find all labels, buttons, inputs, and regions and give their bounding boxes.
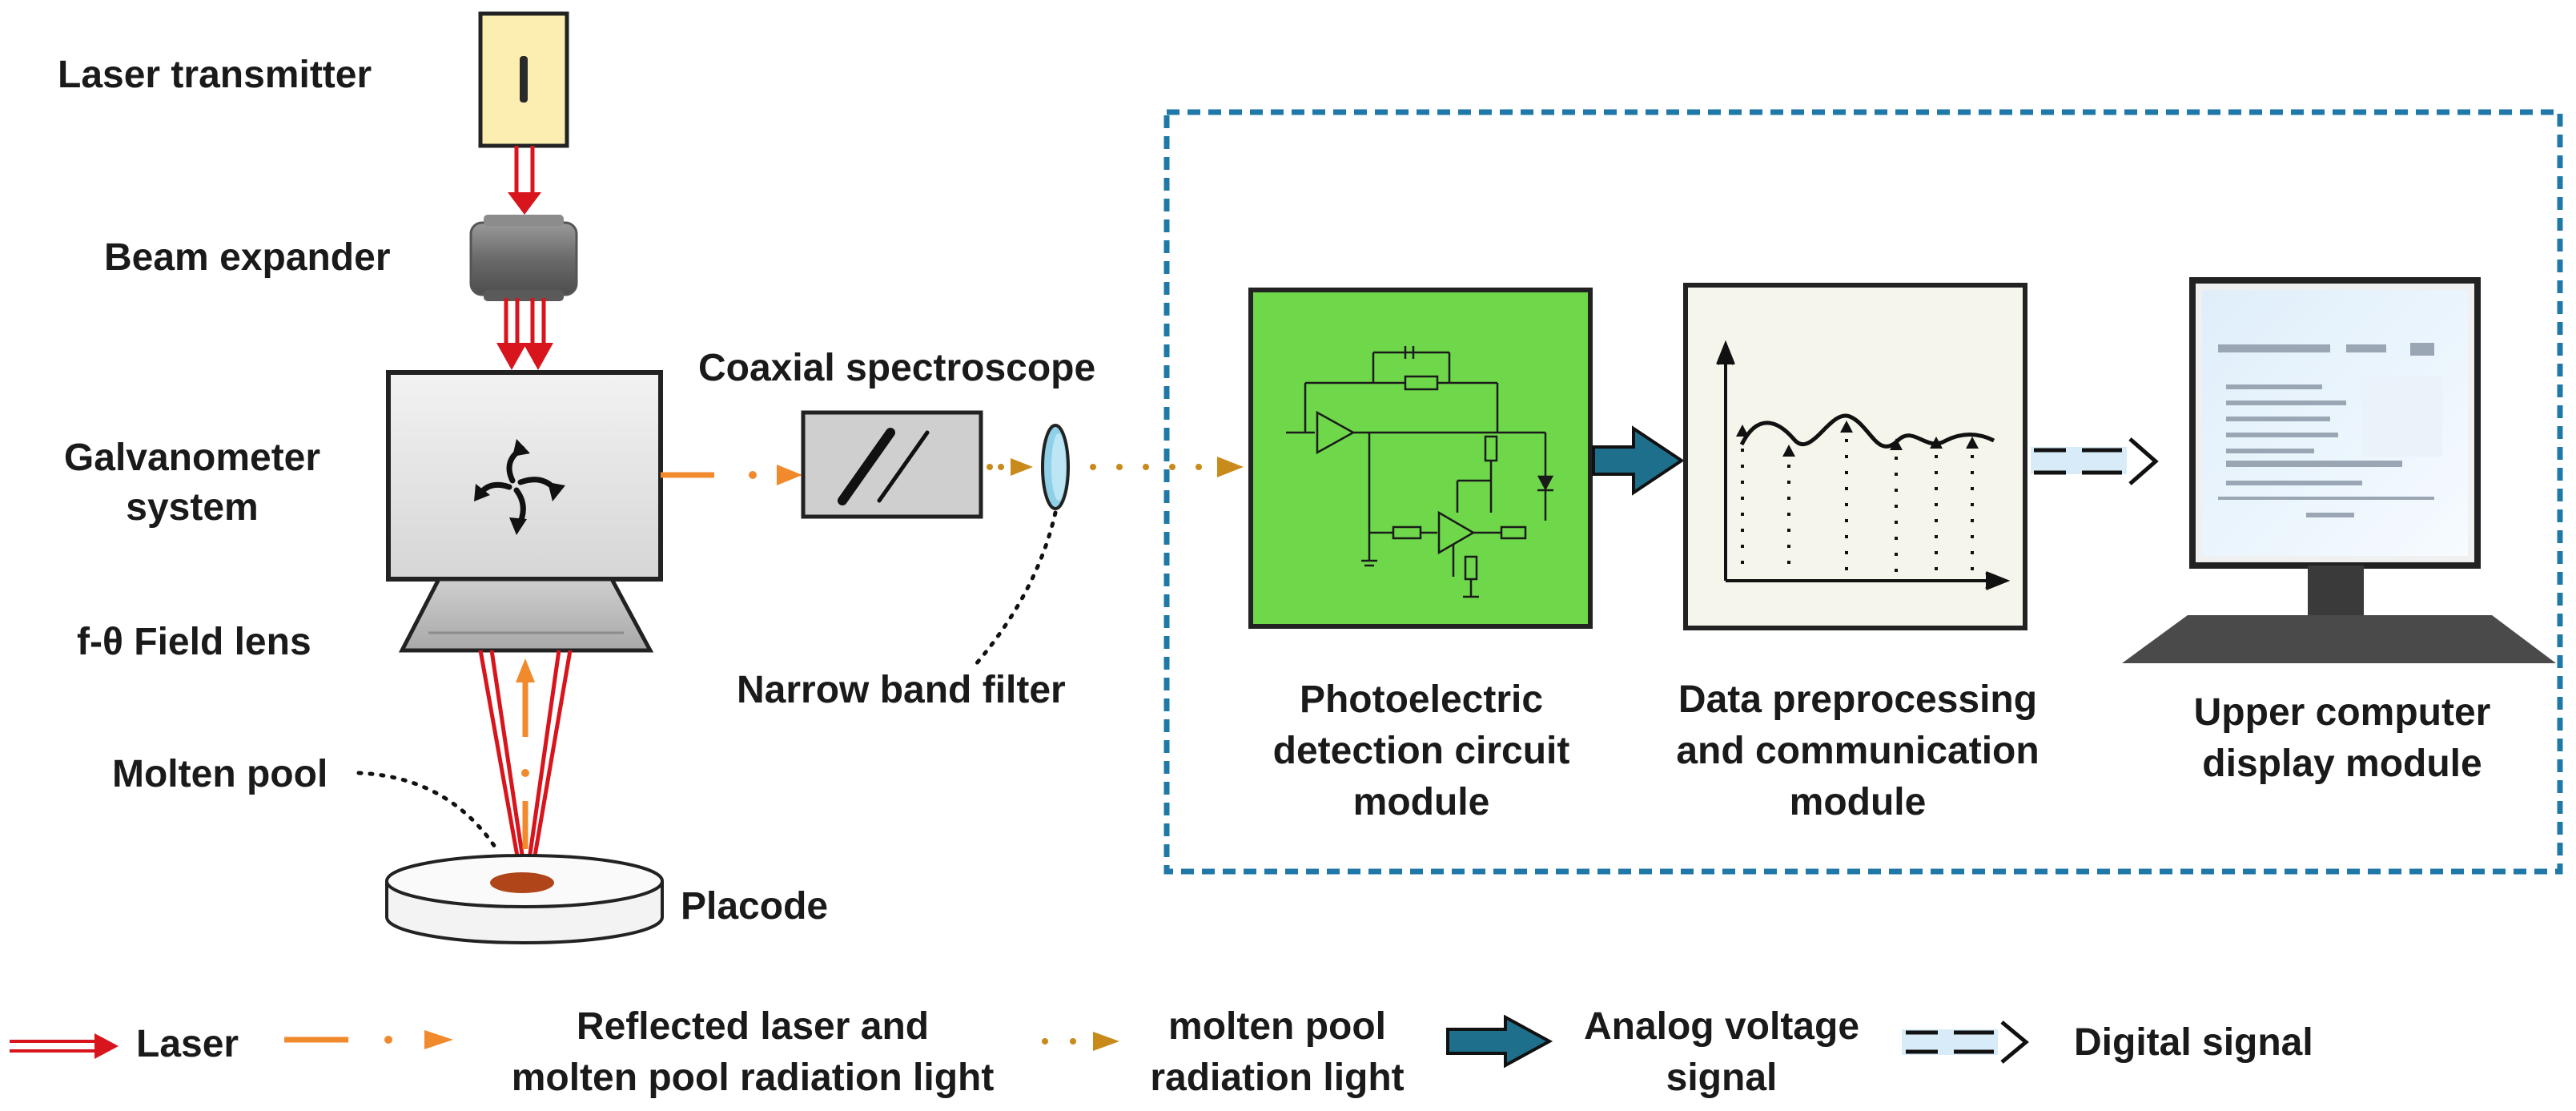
data-preprocessing-label-3: module: [1789, 781, 1927, 823]
placode: [385, 854, 664, 944]
laser-beam-2: [496, 298, 553, 370]
beam-expander: [469, 215, 578, 301]
legend-reflected-label-1: Reflected laser and: [576, 1005, 930, 1048]
laser-transmitter: [478, 11, 569, 148]
narrow-band-filter-leader: [973, 510, 1058, 667]
photoelectric-circuit-module: [1248, 288, 1593, 629]
legend-analog-label-1: Analog voltage: [1583, 1005, 1860, 1048]
legend-digital-label: Digital signal: [2074, 1021, 2313, 1064]
legend-analog-swatch: [1446, 1014, 1553, 1069]
molten-pool-label: Molten pool: [112, 753, 328, 795]
focused-laser-beams: [478, 650, 573, 880]
beam-expander-label: Beam expander: [104, 236, 391, 279]
analog-signal-arrow: [1592, 425, 1685, 496]
reflected-light-path: [661, 465, 802, 485]
legend-reflected-swatch: [284, 1030, 453, 1049]
sample-markers: [1736, 421, 1979, 457]
digital-signal-arrow: [2031, 437, 2159, 485]
reflected-light-up: [516, 658, 535, 849]
processing-modules-boundary: [1163, 109, 2563, 875]
coaxial-spectroscope-label: Coaxial spectroscope: [698, 347, 1096, 389]
computer-monitor: [2122, 277, 2556, 663]
narrow-band-filter-label: Narrow band filter: [737, 669, 1066, 711]
galvanometer-label-line1: Galvanometer: [63, 437, 321, 479]
radiation-light-path-2: [1090, 457, 1244, 477]
data-preprocessing-module: [1683, 283, 2027, 630]
sample-dotted-lines: [1741, 439, 1974, 577]
legend-radiation-swatch: [1042, 1032, 1119, 1051]
radiation-light-path-1: [987, 458, 1033, 476]
photoelectric-label-3: module: [1352, 781, 1490, 823]
upper-computer-label-1: Upper computer: [2193, 691, 2491, 734]
narrow-band-filter: [1041, 424, 1070, 510]
legend-laser-swatch: [10, 1033, 119, 1059]
legend-reflected-label-2: molten pool radiation light: [511, 1057, 995, 1099]
laser-transmitter-label: Laser transmitter: [58, 54, 372, 96]
data-preprocessing-label-2: and communication: [1676, 730, 2040, 772]
screen-ui: [2218, 343, 2442, 517]
coaxial-spectroscope: [801, 410, 983, 519]
legend-laser-label: Laser: [136, 1023, 239, 1065]
legend-radiation-label-2: radiation light: [1150, 1057, 1405, 1099]
data-preprocessing-label-1: Data preprocessing: [1678, 678, 2038, 721]
laser-beam-1: [508, 146, 541, 215]
photoelectric-label-1: Photoelectric: [1299, 678, 1544, 721]
molten-pool-leader: [356, 771, 499, 851]
molten-pool-spot: [490, 872, 554, 893]
legend-radiation-label-1: molten pool: [1168, 1005, 1386, 1048]
upper-computer-label-2: display module: [2202, 743, 2482, 785]
galvanometer-label-line2: system: [126, 486, 259, 529]
keyboard: [2122, 615, 2556, 663]
galvanometer-system: [386, 370, 663, 582]
placode-label: Placode: [681, 885, 829, 928]
photoelectric-label-2: detection circuit: [1272, 730, 1570, 772]
legend-analog-label-2: signal: [1666, 1057, 1778, 1099]
field-lens: [398, 577, 654, 653]
field-lens-label: f-θ Field lens: [77, 621, 311, 663]
legend-digital-swatch: [1902, 1020, 2029, 1064]
